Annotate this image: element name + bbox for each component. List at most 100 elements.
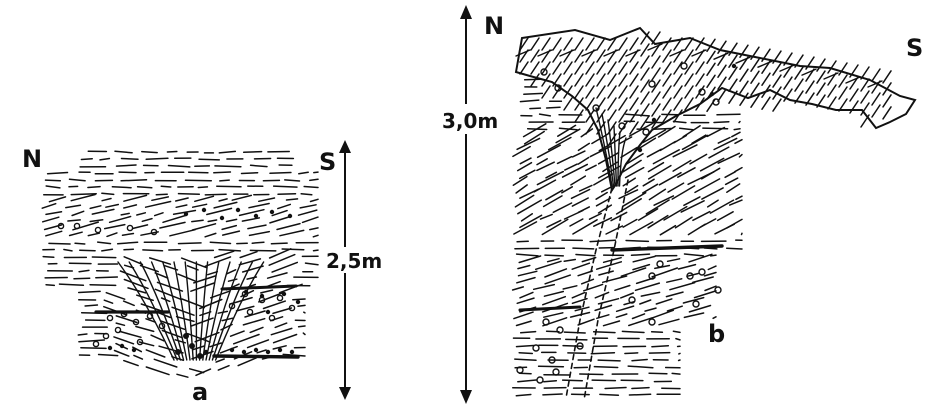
stratum-stroke [639, 209, 658, 220]
stratum-stroke [573, 248, 594, 249]
stratum-stroke [193, 204, 207, 207]
stratum-stroke [42, 204, 56, 209]
stratum-stroke [690, 154, 707, 163]
stratum-stroke [46, 285, 54, 286]
stratum-stroke [540, 114, 551, 116]
stratum-stroke [648, 163, 663, 172]
hatch-stroke [850, 89, 858, 101]
stratum-stroke [121, 180, 146, 181]
stratum-stroke [303, 333, 305, 334]
hatch-stroke [729, 67, 737, 79]
stratum-stroke [303, 217, 319, 222]
hatch-stroke [839, 75, 847, 87]
stratum-stroke [205, 194, 226, 195]
stratum-stroke [240, 210, 264, 216]
stratum-stroke [520, 292, 533, 297]
hatch-cross-stroke [714, 53, 728, 59]
figure-a-height-label: 2,5m [326, 249, 382, 273]
stratum-stroke [652, 332, 663, 333]
open-pebble [277, 295, 282, 300]
stratum-stroke [189, 172, 208, 173]
hatch-cross-stroke [538, 50, 552, 56]
stratum-stroke [176, 198, 188, 201]
stratum-stroke [134, 355, 143, 359]
stratum-stroke [234, 335, 259, 344]
hatch-stroke [608, 86, 616, 98]
stratum-stroke [573, 151, 585, 157]
stratum-stroke [653, 129, 671, 130]
stratum-stroke [516, 185, 527, 193]
stratum-stroke [78, 334, 87, 335]
stratum-stroke [88, 233, 99, 235]
hatch-stroke [619, 74, 627, 86]
hatch-stroke [784, 77, 792, 89]
hatch-stroke [762, 73, 770, 85]
hatch-stroke [696, 86, 704, 98]
stratum-stroke [595, 305, 611, 310]
hatch-stroke [564, 74, 572, 86]
stratum-stroke [270, 217, 291, 223]
stratum-stroke [725, 172, 735, 178]
stratum-stroke [49, 197, 65, 202]
hatch-stroke [586, 38, 594, 50]
stratum-stroke [693, 212, 710, 221]
stratum-stroke [640, 300, 651, 304]
hatch-stroke [652, 68, 660, 80]
stratum-stroke [666, 292, 683, 297]
stratum-stroke [250, 327, 263, 332]
hatch-stroke [542, 38, 550, 50]
open-pebble [127, 225, 132, 230]
stratum-stroke [565, 164, 577, 170]
stratum-stroke [223, 231, 240, 235]
stratum-stroke [68, 220, 80, 221]
hatch-stroke [619, 110, 627, 122]
stratum-stroke [680, 128, 693, 130]
hatch-stroke [586, 86, 594, 98]
stratum-stroke [630, 222, 653, 235]
stratum-stroke [191, 283, 214, 291]
solid-pebble [282, 292, 286, 296]
stratum-stroke [708, 200, 718, 207]
hatch-stroke [564, 38, 572, 50]
hatch-stroke [828, 97, 836, 109]
stratum-stroke [106, 205, 118, 208]
stratum-stroke [146, 350, 165, 357]
hatch-stroke [542, 86, 550, 98]
hatch-stroke [707, 75, 715, 87]
stratum-stroke [571, 313, 590, 318]
stratum-stroke [219, 151, 235, 153]
stratum-stroke [264, 301, 286, 308]
stratum-stroke [547, 220, 561, 227]
stratum-stroke [90, 206, 101, 209]
stratum-stroke [647, 149, 661, 157]
stratum-stroke [79, 270, 89, 271]
stratum-stroke [563, 286, 577, 289]
stratum-stroke [524, 93, 543, 94]
open-pebble [649, 81, 655, 87]
hatch-stroke [883, 95, 891, 107]
solid-pebble [288, 214, 292, 218]
stratum-stroke [633, 314, 645, 319]
hatch-cross-stroke [516, 50, 530, 56]
stratum-stroke [632, 254, 650, 255]
hatch-stroke [707, 51, 715, 63]
stratum-stroke [688, 224, 705, 234]
hatch-cross-stroke [692, 50, 706, 56]
stratum-stroke [518, 200, 542, 214]
stratum-stroke [92, 209, 114, 214]
stratum-stroke [599, 205, 612, 213]
open-pebble [699, 269, 705, 275]
stratum-stroke [547, 107, 560, 108]
stratum-stroke [726, 178, 738, 184]
hatch-stroke [652, 92, 660, 104]
stratum-stroke [102, 199, 111, 201]
hatch-stroke [674, 62, 682, 74]
stratum-stroke [196, 369, 211, 375]
stratum-stroke [537, 159, 547, 165]
stratum-stroke [708, 266, 716, 269]
hatch-stroke [663, 62, 671, 74]
stratum-stroke [244, 152, 262, 153]
hatch-stroke [597, 98, 605, 110]
stratum-stroke [582, 279, 594, 284]
stratum-stroke [545, 269, 567, 277]
